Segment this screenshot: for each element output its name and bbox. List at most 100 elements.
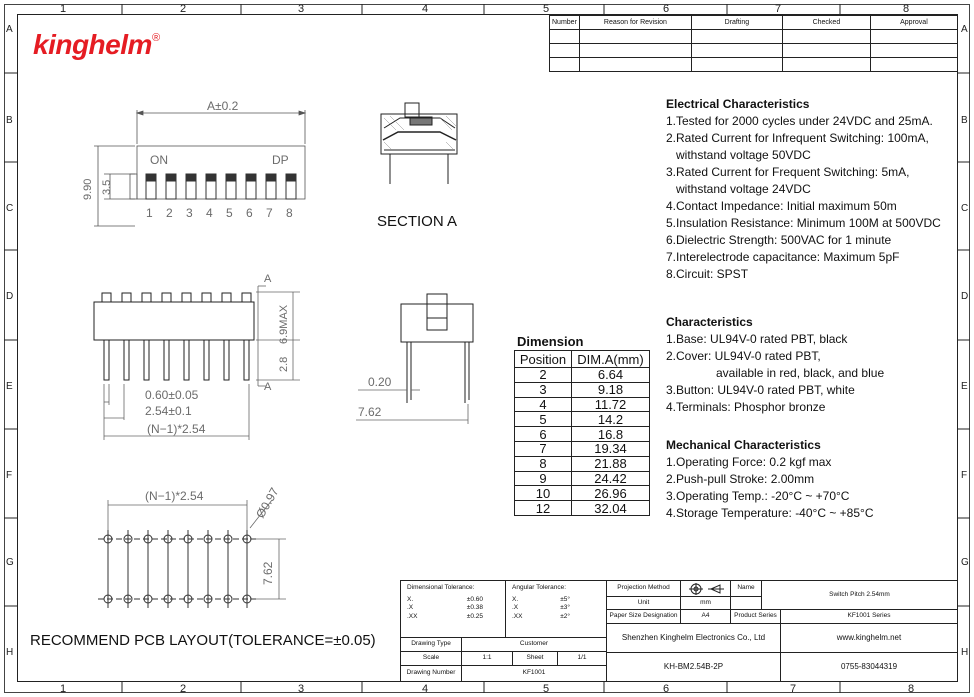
mechanical-line: 3.Operating Temp.: -20°C ~ +70°C <box>666 489 850 503</box>
end-pin-thickness: 0.20 <box>368 375 392 389</box>
side-pin-width: 0.60±0.05 <box>145 388 199 402</box>
zone-col-3-bottom: 3 <box>298 683 305 695</box>
electrical-line: 7.Interelectrode capacitance: Maximum 5p… <box>666 250 900 264</box>
zone-col-3: 3 <box>298 3 305 15</box>
zone-row-f: F <box>6 470 13 481</box>
dim-tol-value: ±0.60 <box>466 595 483 603</box>
zone-row-a-right: A <box>961 24 968 35</box>
zone-row-c: C <box>6 203 14 214</box>
switch-number: 1 <box>146 206 153 220</box>
company-website: www.kinghelm.net <box>780 623 958 653</box>
pcb-layout-caption: RECOMMEND PCB LAYOUT(TOLERANCE=±0.05) <box>30 632 376 649</box>
dim-value: 24.42 <box>571 470 650 487</box>
ang-tol-value: ±3° <box>560 604 570 611</box>
electrical-line: 2.Rated Current for Infrequent Switching… <box>666 131 929 145</box>
company-name: Shenzhen Kinghelm Electronics Co., Ltd <box>606 623 781 653</box>
zone-row-c-right: C <box>961 203 969 214</box>
ang-tol-value: ±2° <box>560 612 570 620</box>
company-phone: 0755-83044319 <box>780 652 958 682</box>
dim-value: 32.04 <box>571 500 650 516</box>
dim-tol-key: X. <box>407 595 414 603</box>
unit-label: Unit <box>606 596 681 610</box>
logo-reg-mark: ® <box>151 32 160 44</box>
zone-row-a: A <box>6 24 13 35</box>
pcb-span: (N−1)*2.54 <box>145 489 204 503</box>
top-dp-label: DP <box>272 153 289 167</box>
projection-label: Projection Method <box>606 580 681 597</box>
ang-tol-key: X. <box>512 595 519 603</box>
paper-size-value: A4 <box>680 609 731 624</box>
electrical-title: Electrical Characteristics <box>666 97 810 111</box>
product-series-value: KF1001 Series <box>780 609 958 624</box>
dim-value: 26.96 <box>571 485 650 502</box>
zone-row-b-right: B <box>961 115 968 126</box>
customer-label: Customer <box>461 637 607 652</box>
dim-value: 16.8 <box>571 426 650 442</box>
characteristics-line: available in red, black, and blue <box>666 366 885 380</box>
mechanical-line: 2.Push-pull Stroke: 2.00mm <box>666 472 815 486</box>
dim-tol-label: Dimensional Tolerance: <box>407 584 475 591</box>
electrical-line: 1.Tested for 2000 cycles under 24VDC and… <box>666 114 933 128</box>
zone-col-6: 6 <box>663 3 670 15</box>
zone-col-2-bottom: 2 <box>180 683 187 695</box>
dim-tol-key: .X <box>407 604 414 611</box>
zone-row-g: G <box>6 557 14 568</box>
sheet-label: Sheet <box>512 651 558 666</box>
dim-tol-key: .XX <box>407 612 418 620</box>
zone-row-e: E <box>6 381 13 392</box>
ang-tol-value: ±5° <box>560 595 570 603</box>
projection-symbol <box>680 580 731 597</box>
mechanical-line: 4.Storage Temperature: -40°C ~ +85°C <box>666 506 874 520</box>
characteristics-title: Characteristics <box>666 315 753 329</box>
electrical-line: 5.Insulation Resistance: Minimum 100M at… <box>666 216 941 230</box>
mechanical-characteristics: Mechanical Characteristics 1.Operating F… <box>666 437 874 522</box>
electrical-line: 4.Contact Impedance: Initial maximum 50m <box>666 199 897 213</box>
zone-col-5: 5 <box>543 3 550 15</box>
dim-position: 12 <box>514 500 572 516</box>
dim-col-position: Position <box>514 350 572 368</box>
dim-value: 9.18 <box>571 381 650 398</box>
kinghelm-logo: kinghelm® <box>33 31 160 59</box>
zone-col-1-bottom: 1 <box>60 683 67 695</box>
dimension-title: Dimension <box>517 334 584 349</box>
side-pitch: 2.54±0.1 <box>145 404 192 418</box>
characteristics-line: 2.Cover: UL94V-0 rated PBT, <box>666 349 821 363</box>
electrical-line: withstand voltage 50VDC <box>666 148 811 162</box>
zone-col-7: 7 <box>775 3 782 15</box>
switch-number: 7 <box>266 206 273 220</box>
switch-number: 5 <box>226 206 233 220</box>
switch-number: 3 <box>186 206 193 220</box>
switch-number: 8 <box>286 206 293 220</box>
name-label: Name <box>730 580 762 597</box>
dimensional-tolerance: Dimensional Tolerance: X.±0.60 .X±0.38 .… <box>400 580 506 638</box>
mechanical-title: Mechanical Characteristics <box>666 438 821 452</box>
electrical-line: 8.Circuit: SPST <box>666 267 749 281</box>
drawing-number-value: KF1001 <box>461 665 607 682</box>
part-number: KH-BM2.54B-2P <box>606 652 781 682</box>
switch-number: 2 <box>166 206 173 220</box>
side-marker-a-top: A <box>264 273 272 285</box>
switch-number: 6 <box>246 206 253 220</box>
zone-col-7-bottom: 7 <box>790 683 797 695</box>
ang-tol-key: .XX <box>512 612 523 620</box>
pcb-row-spacing: 7.62 <box>261 561 275 585</box>
electrical-line: 6.Dielectric Strength: 500VAC for 1 minu… <box>666 233 892 247</box>
zone-col-4: 4 <box>422 3 429 15</box>
dim-col-dim: DIM.A(mm) <box>571 350 650 368</box>
zone-col-5-bottom: 5 <box>543 683 550 695</box>
switch-number: 4 <box>206 206 213 220</box>
section-a-title: SECTION A <box>377 213 458 230</box>
zone-col-4-bottom: 4 <box>422 683 429 695</box>
revision-table: Number Reason for Revision Drafting Chec… <box>549 15 959 72</box>
